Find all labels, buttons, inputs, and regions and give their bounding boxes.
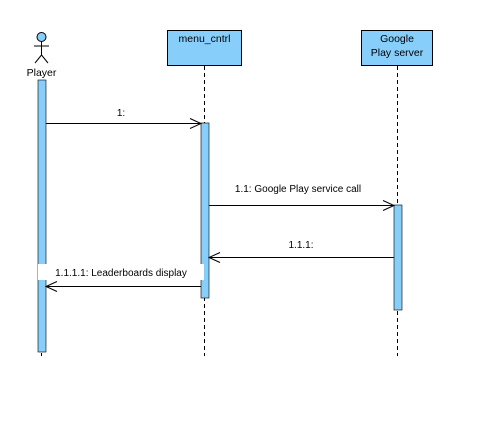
arrowhead-icon bbox=[382, 200, 396, 211]
message-label-background bbox=[38, 264, 204, 280]
object-label-line-2: Play server bbox=[371, 47, 424, 59]
message-1-1-1[interactable]: 1.1.1: bbox=[207, 240, 394, 263]
arrowhead-icon bbox=[189, 118, 203, 129]
message-1[interactable]: 1: bbox=[46, 108, 203, 129]
actor-right-leg bbox=[41, 54, 49, 64]
object-box[interactable] bbox=[361, 30, 433, 66]
actor-icon bbox=[34, 32, 49, 64]
message-1-1[interactable]: 1.1: Google Play service call bbox=[209, 184, 396, 211]
actor-left-leg bbox=[34, 54, 42, 64]
lifeline-menu-cntrl[interactable]: menu_cntrl bbox=[167, 30, 242, 357]
object-label: menu_cntrl bbox=[179, 33, 231, 45]
message-label: 1: bbox=[117, 108, 125, 119]
arrowhead-icon bbox=[44, 281, 58, 292]
activation-bar[interactable] bbox=[200, 122, 210, 299]
activation-bar[interactable] bbox=[37, 79, 47, 353]
activation-bar[interactable] bbox=[393, 204, 403, 311]
object-box[interactable] bbox=[167, 30, 242, 66]
message-label: 1.1.1: bbox=[288, 240, 313, 251]
actor-label: Player bbox=[27, 67, 57, 79]
lifeline-google-play-server[interactable]: Google Play server bbox=[361, 30, 433, 357]
object-label-line-1: Google bbox=[380, 33, 414, 45]
actor-head bbox=[36, 32, 47, 42]
message-1-1-1-1[interactable]: 1.1.1.1: Leaderboards display bbox=[38, 264, 204, 292]
message-label: 1.1: Google Play service call bbox=[235, 184, 361, 195]
message-label: 1.1.1.1: Leaderboards display bbox=[55, 268, 187, 279]
lifeline-player[interactable]: Player bbox=[27, 32, 57, 357]
arrowhead-icon bbox=[207, 252, 221, 263]
